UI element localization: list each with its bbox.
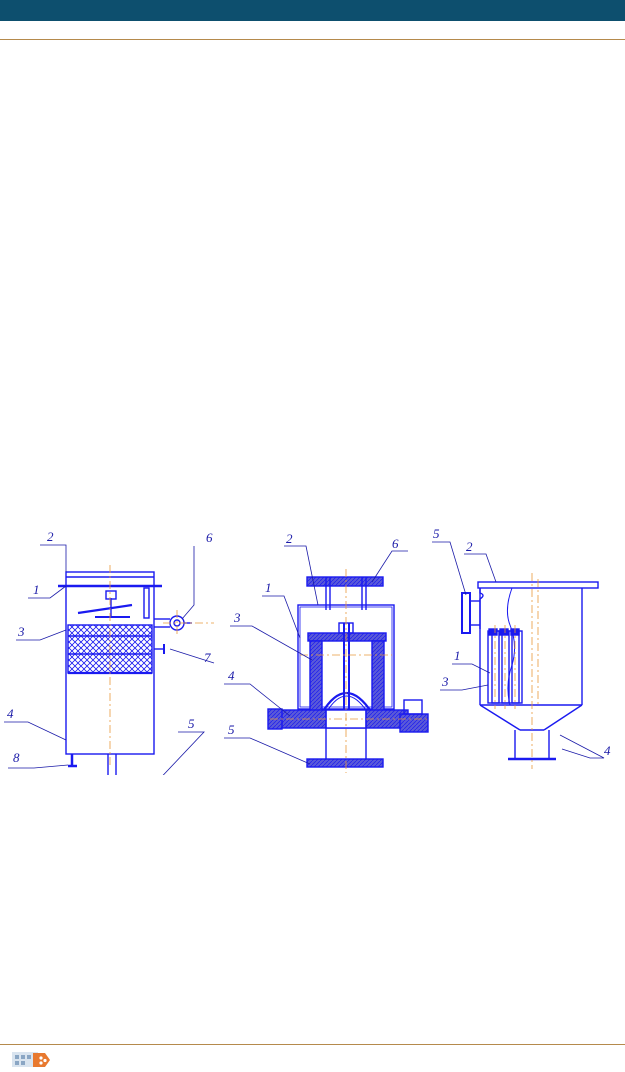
callout-left-6: 6 bbox=[206, 530, 213, 545]
left-callouts: 2 1 3 4 8 9 5 6 7 bbox=[7, 529, 213, 775]
right-callouts: 5 2 1 3 4 bbox=[433, 526, 611, 758]
right-center-lines bbox=[494, 573, 539, 769]
callout-middle-1: 1 bbox=[265, 580, 272, 595]
callout-right-5: 5 bbox=[433, 526, 440, 541]
left-center-lines bbox=[109, 565, 214, 765]
document-logo-icon bbox=[12, 1052, 50, 1067]
callout-left-2: 2 bbox=[47, 529, 54, 544]
callout-left-8: 8 bbox=[13, 750, 20, 765]
header-rule bbox=[0, 39, 625, 40]
figure-right-filter bbox=[461, 581, 599, 761]
callout-middle-3: 3 bbox=[233, 610, 241, 625]
callout-middle-2: 2 bbox=[286, 531, 293, 546]
callout-left-4: 4 bbox=[7, 706, 14, 721]
callout-middle-4: 4 bbox=[228, 668, 235, 683]
left-leaders bbox=[4, 544, 215, 775]
callout-left-3: 3 bbox=[17, 624, 25, 639]
callout-right-4: 4 bbox=[604, 743, 611, 758]
callout-left-5: 5 bbox=[188, 716, 195, 731]
callout-right-2: 2 bbox=[466, 539, 473, 554]
technical-drawings: 2 1 3 4 8 9 5 6 7 bbox=[4, 526, 611, 775]
callout-right-3: 3 bbox=[441, 674, 449, 689]
callout-right-1: 1 bbox=[454, 648, 461, 663]
callout-left-1: 1 bbox=[33, 582, 40, 597]
footer-rule bbox=[0, 1044, 625, 1045]
middle-callouts: 2 1 3 4 5 6 bbox=[228, 531, 399, 737]
callout-left-7: 7 bbox=[204, 650, 211, 665]
figure-left-filter bbox=[58, 571, 192, 775]
middle-leaders bbox=[224, 545, 408, 765]
header-band bbox=[0, 0, 625, 21]
callout-middle-5: 5 bbox=[228, 722, 235, 737]
callout-middle-6: 6 bbox=[392, 536, 399, 551]
middle-center-lines bbox=[270, 569, 428, 773]
callout-left-9: 9 bbox=[76, 773, 83, 775]
figure-middle-filter bbox=[267, 576, 429, 768]
right-leaders bbox=[432, 541, 605, 759]
